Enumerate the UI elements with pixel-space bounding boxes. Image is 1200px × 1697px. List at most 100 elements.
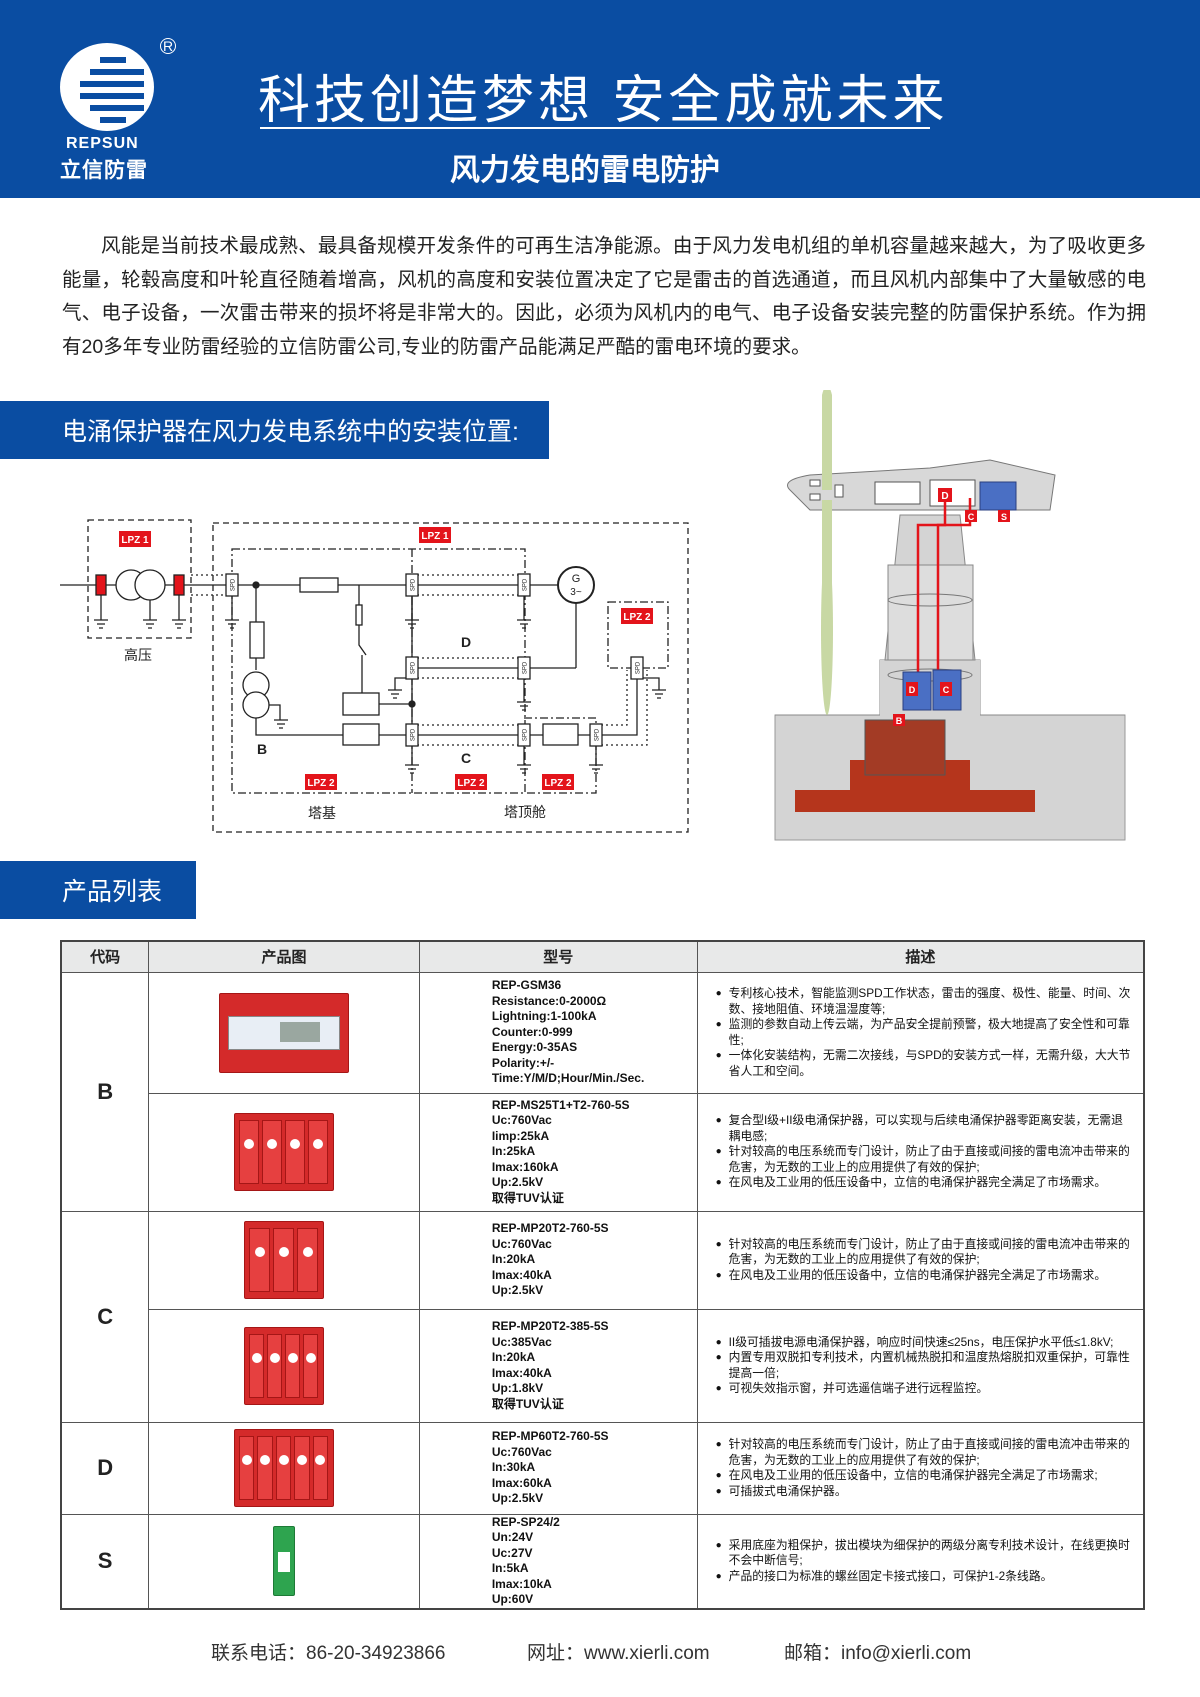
spec-line: Resistance:0-2000Ω (491, 993, 607, 1008)
col-header-image: 产品图 (148, 940, 420, 973)
spd-label: SPD (411, 728, 417, 741)
product-description: 采用底座为粗保护，拔出模块为细保护的两级分离专利技术设计，在线更换时不会中断信号… (696, 1513, 1145, 1609)
col-header-desc: 描述 (696, 940, 1145, 973)
description-bullet: 复合型I级+II级电涌保护器，可以实现与后续电涌保护器零距离安装，无需退耦电感; (716, 1113, 1133, 1144)
description-bullet: 针对较高的电压系统而专门设计，防止了由于直接或间接的雷电流冲击带来的危害，为无数… (716, 1144, 1133, 1175)
spec-line: Iimp:25kA (491, 1128, 550, 1143)
description-bullet: 针对较高的电压系统而专门设计，防止了由于直接或间接的雷电流冲击带来的危害，为无数… (716, 1437, 1133, 1468)
spd-label: SPD (523, 728, 529, 741)
spd-label: SPD (595, 728, 601, 741)
product-image (273, 1526, 296, 1596)
description-bullet: 产品的接口为标准的螺丝固定卡接式接口，可保护1-2条线路。 (716, 1569, 1133, 1585)
lpz2-inner-box (231, 548, 526, 794)
spec-line: Up:2.5kV (491, 1283, 544, 1298)
slogan: 科技创造梦想 安全成就未来 (258, 72, 949, 130)
divider (260, 127, 930, 129)
blade-upper (822, 390, 832, 490)
spec-line: In:20kA (491, 1350, 536, 1364)
model-number: REP-GSM36 (491, 978, 562, 993)
description-bullet: 在风电及工业用的低压设备中，立信的电涌保护器完全满足了市场需求; (716, 1468, 1133, 1484)
zone-d-label: D (461, 634, 471, 650)
spec-line: Uc:760Vac (491, 1236, 552, 1251)
description-bullet: 采用底座为粗保护，拔出模块为细保护的两级分离专利技术设计，在线更换时不会中断信号… (716, 1538, 1133, 1569)
lpz2-label: LPZ 2 (307, 778, 335, 789)
spec-line: Up:60V (491, 1592, 534, 1606)
repsun-logo: R REPSUN 立信防雷 (58, 38, 176, 182)
website-link[interactable]: 网址：www.xierli.com (527, 1643, 710, 1664)
spec-line: Up:1.8kV (491, 1381, 544, 1395)
lpz2-label: LPZ 2 (457, 778, 485, 789)
zone-c-label: C (461, 750, 471, 766)
spec-line: In:5kA (491, 1561, 529, 1575)
col-header-model: 型号 (418, 940, 698, 973)
spec-line: Imax:40kA (491, 1365, 552, 1380)
description-bullet: 在风电及工业用的低压设备中，立信的电涌保护器完全满足了市场需求。 (716, 1268, 1133, 1284)
spec-line: Time:Y/M/D;Hour/Min./Sec. (491, 1071, 645, 1086)
page-title: 风力发电的雷电防护 (450, 154, 720, 187)
transformer (864, 719, 946, 776)
component-box (342, 723, 380, 746)
product-code: B (60, 971, 150, 1212)
description-bullet: 针对较高的电压系统而专门设计，防止了由于直接或间接的雷电流冲击带来的危害，为无数… (716, 1237, 1133, 1268)
lpz1-hv-box (87, 519, 192, 639)
spd-box (225, 573, 239, 597)
description-bullet: II级可插拔电源电涌保护器，响应时间快速≤25ns，电压保护水平低≤1.8kV; (716, 1335, 1133, 1351)
spd-label: SPD (523, 661, 529, 674)
lpz1-label: LPZ 1 (121, 535, 149, 546)
wind-turbine-illustration: D C S D C B (774, 390, 1126, 841)
turbine-label-s: S (1001, 512, 1007, 522)
hv-label: 高压 (124, 647, 152, 663)
product-image-cell (148, 971, 420, 1094)
model-number: REP-MP20T2-385-5S (491, 1319, 609, 1333)
lpz1-outer-box (212, 522, 689, 833)
description-bullet: 专利核心技术，智能监测SPD工作状态，雷击的强度、极性、能量、时间、次数、接地阻… (716, 986, 1133, 1017)
component-box (342, 692, 380, 716)
description-bullet: 可插拔式电涌保护器。 (716, 1484, 1133, 1500)
product-image-cell (148, 1308, 420, 1423)
product-image-cell (148, 1210, 420, 1310)
spec-line: Energy:0-35AS (491, 1040, 578, 1055)
email-link[interactable]: 邮箱：info@xierli.com (784, 1643, 972, 1664)
col-header-code: 代码 (60, 940, 150, 973)
contact-phone: 联系电话：86-20-34923866 (211, 1643, 446, 1664)
spd-box (405, 656, 419, 680)
product-image-cell (148, 1421, 420, 1515)
lpz2-label: LPZ 2 (623, 612, 651, 623)
ground-icons (94, 619, 666, 774)
spec-line: Uc:760Vac (491, 1113, 552, 1128)
spec-line: In:30kA (491, 1460, 536, 1475)
turbine-label-c: C (968, 512, 975, 522)
generator-label-phase: 3~ (570, 587, 582, 598)
product-description: II级可插拔电源电涌保护器，响应时间快速≤25ns，电压保护水平低≤1.8kV;… (696, 1308, 1145, 1423)
foundation-ground (795, 790, 1035, 812)
generator-label: G (572, 573, 581, 585)
spd-box (517, 573, 531, 597)
product-image (234, 1113, 335, 1191)
spd-label: SPD (411, 661, 417, 674)
description-bullet: 一体化安装结构，无需二次接线，与SPD的安装方式一样，无需升级，大大节省人工和空… (716, 1048, 1133, 1079)
spec-line: Up:2.5kV (491, 1491, 544, 1506)
turbine-label-d: D (941, 491, 948, 502)
brand-en: REPSUN (66, 135, 139, 152)
product-image (244, 1326, 325, 1405)
section-heading-products: 产品列表 (0, 861, 196, 919)
product-description: 针对较高的电压系统而专门设计，防止了由于直接或间接的雷电流冲击带来的危害，为无数… (696, 1421, 1145, 1515)
registered-mark: R (160, 38, 176, 54)
lpz2-label: LPZ 2 (544, 778, 572, 789)
product-image (219, 992, 350, 1073)
nacelle-label: 塔顶舱 (504, 804, 546, 820)
spd-box (517, 656, 531, 680)
model-number: REP-MP60T2-760-5S (491, 1429, 609, 1444)
spd-box (405, 573, 419, 597)
turbine-label-b: B (896, 716, 903, 726)
product-description: 专利核心技术，智能监测SPD工作状态，雷击的强度、极性、能量、时间、次数、接地阻… (696, 971, 1145, 1094)
